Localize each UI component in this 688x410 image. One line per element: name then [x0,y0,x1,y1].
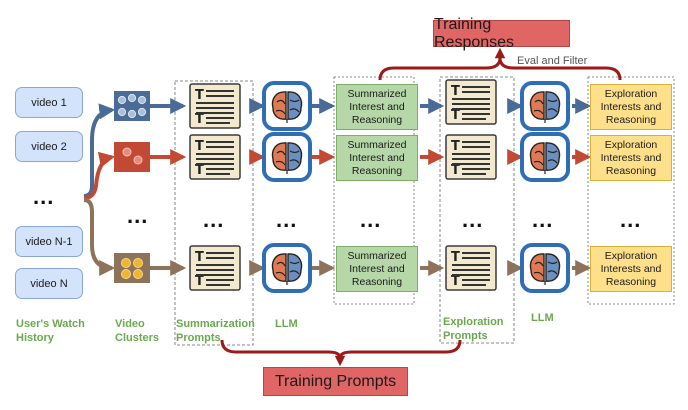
video-ellipsis: ... [33,184,55,209]
watch-history-caption: User's Watch History [16,318,85,344]
summarization-prompts-group [174,80,254,346]
document-icon: TT [445,134,497,180]
video-item: video N [15,268,83,299]
video-item: video 1 [15,87,83,118]
document-icon: TT [445,79,497,125]
training-prompts-bracket [220,339,462,359]
svg-text:T: T [451,84,460,99]
row-arrows [150,98,592,276]
brain-icon [520,81,570,131]
video-item: video 2 [15,131,83,162]
row-ellipsis: ... [203,207,225,232]
training-responses-banner: Training Responses [433,16,570,51]
cluster-icon [114,142,150,172]
svg-text:T: T [451,108,460,123]
exploration-group [587,76,675,305]
document-icon: TT [445,245,497,291]
history-fan [83,103,116,276]
video-item: video N-1 [15,226,83,257]
summary-box: Summarized Interest and Reasoning [336,246,418,292]
svg-text:T: T [451,274,460,289]
summary-group [333,76,415,305]
row-ellipsis: ... [360,207,382,232]
svg-text:T: T [195,112,204,127]
svg-text:T: T [195,163,204,178]
row-ellipsis: ... [127,203,149,228]
brain-icon [520,243,570,293]
cluster-icon [114,253,150,283]
svg-text:T: T [451,250,460,265]
svg-text:T: T [195,274,204,289]
brain-icon [520,132,570,182]
svg-text:T: T [195,88,204,103]
training-prompts-banner: Training Prompts [263,367,408,396]
svg-text:T: T [195,250,204,265]
summarization-prompts-caption: Summarization Prompts [176,318,255,344]
svg-text:T: T [195,139,204,154]
svg-text:T: T [451,163,460,178]
exploration-prompts-caption: Exploration Prompts [443,316,504,342]
summary-box: Summarized Interest and Reasoning [336,84,418,130]
svg-text:T: T [451,139,460,154]
document-icon: TT [189,83,241,129]
brain-icon [262,81,312,131]
row-ellipsis: ... [276,207,298,232]
cluster-icon [114,91,150,121]
eval-filter-label: Eval and Filter [517,55,588,67]
exploration-box: Exploration Interests and Reasoning [590,135,672,181]
exploration-box: Exploration Interests and Reasoning [590,246,672,292]
summary-box: Summarized Interest and Reasoning [336,135,418,181]
row-ellipsis: ... [620,207,642,232]
brain-icons [262,81,570,293]
row-ellipsis: ... [462,207,484,232]
document-icon: TT [189,245,241,291]
llm-caption: LLM [275,318,298,330]
document-icon: TT [189,134,241,180]
row-ellipsis: ... [532,207,554,232]
brain-icon [262,243,312,293]
exploration-box: Exploration Interests and Reasoning [590,84,672,130]
exploration-prompts-group [439,76,515,344]
video-clusters-caption: Video Clusters [115,318,160,344]
cluster-icons [114,91,150,283]
brain-icon [262,132,312,182]
llm-caption: LLM [531,312,554,324]
